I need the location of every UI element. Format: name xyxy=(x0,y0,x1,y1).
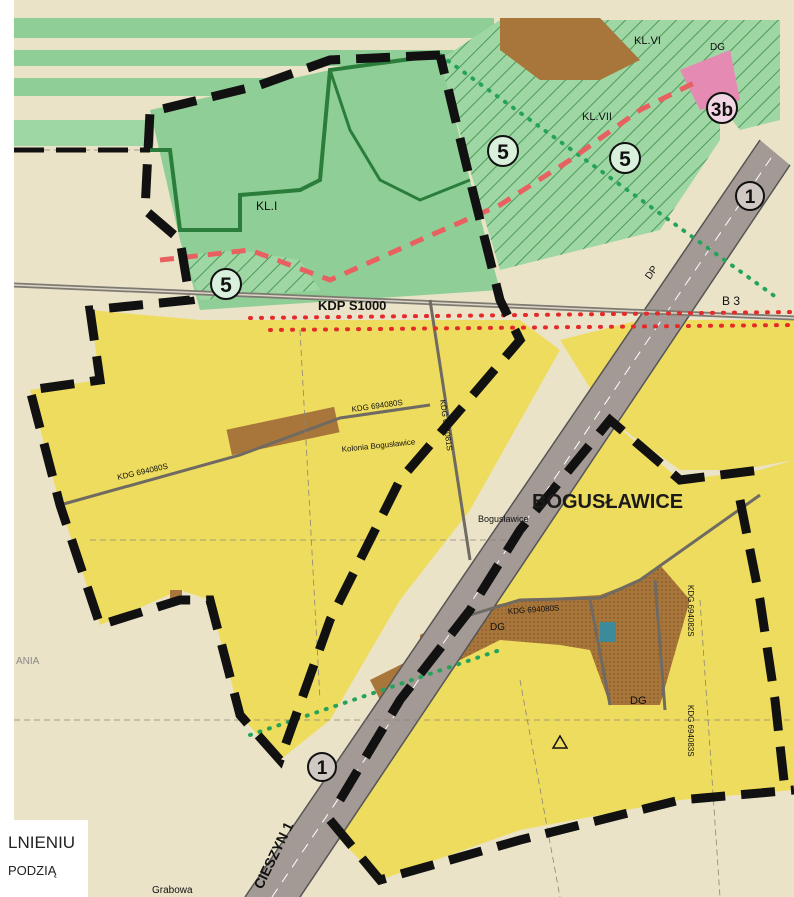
green-stripe-band xyxy=(14,18,494,146)
marker-3b: 3b xyxy=(706,92,738,124)
zone-label-kl7: KL.VII xyxy=(582,111,612,123)
road-label-kdg-south1: KDG 694082S xyxy=(686,585,695,637)
red-dotted-line-kdp xyxy=(248,310,794,320)
marker-1-top-text: 1 xyxy=(745,187,756,208)
plan-boundary xyxy=(24,50,794,886)
settlement-sublabel: Bogusławice xyxy=(478,514,529,524)
zone-label-dg-north: DG xyxy=(710,42,725,53)
red-dashed-line-north xyxy=(159,77,702,283)
road-label-kdg-south2: KDG 694083S xyxy=(686,705,695,757)
yellow-zone-west xyxy=(30,310,560,760)
forest-boundary xyxy=(150,53,441,232)
local-roads xyxy=(59,299,761,711)
main-road-cieszyn xyxy=(245,140,790,897)
built-zone-north xyxy=(500,18,640,80)
zone-label-b3: B 3 xyxy=(722,294,740,308)
left-margin-strip xyxy=(0,0,14,897)
forest-zone-kl1 xyxy=(150,55,500,310)
water-pond xyxy=(600,622,616,642)
marker-5-east: 5 xyxy=(609,142,641,174)
marker-5-center: 5 xyxy=(487,135,519,167)
kolonia-building-strip xyxy=(226,406,340,456)
legend-line-1: LNIENIU xyxy=(8,833,75,852)
triangle-symbol xyxy=(551,734,569,749)
legend-fragment-box xyxy=(0,820,88,897)
zone-label-kl6: KL.VI xyxy=(634,35,661,47)
red-dotted-line-kdp2 xyxy=(268,323,794,332)
marker-1-bottom-text: 1 xyxy=(317,758,328,779)
zone-label-dg-center: DG xyxy=(490,622,505,633)
marker-1-bottom: 1 xyxy=(307,752,337,782)
legend-side-text: ANIA xyxy=(16,656,40,667)
marker-1-top: 1 xyxy=(735,181,765,211)
road-label-grabowa: Grabowa xyxy=(152,885,193,896)
marker-5-west: 5 xyxy=(210,268,242,300)
forest-boundary-2 xyxy=(328,69,471,202)
main-road-edge-right xyxy=(299,164,791,897)
green-dotted-line-north xyxy=(438,53,782,302)
legend-line-2: PODZIĄ xyxy=(8,863,57,878)
road-label-kdp: KDP S1000 xyxy=(318,298,386,313)
marker-5-west-text: 5 xyxy=(220,274,232,297)
marker-5-east-text: 5 xyxy=(619,148,631,171)
yellow-zone-east xyxy=(330,420,794,880)
zone-label-kl1: KL.I xyxy=(256,199,277,213)
building-west xyxy=(170,590,182,600)
zone-label-dg-south: DG xyxy=(630,695,647,707)
settlement-label: BOGUSŁAWICE xyxy=(532,491,683,513)
marker-3b-text: 3b xyxy=(711,100,733,121)
marker-5-center-text: 5 xyxy=(497,141,509,164)
road-label-kdg-center: KDG 694080S xyxy=(508,603,560,616)
green-dotted-line-south xyxy=(248,648,502,737)
kdp-road-center xyxy=(13,284,794,319)
village-core-zone xyxy=(420,565,690,705)
